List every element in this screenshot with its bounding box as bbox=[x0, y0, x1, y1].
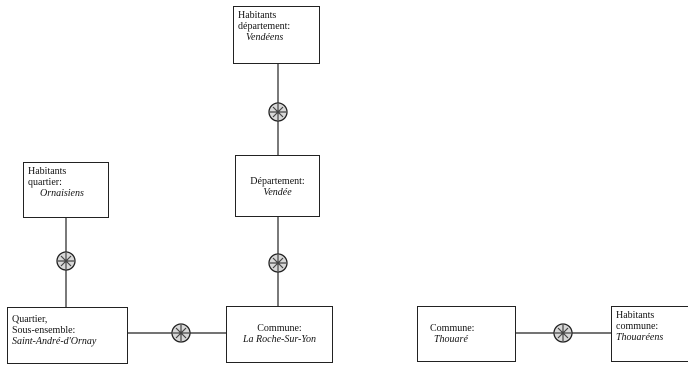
entity-value: Thouaréens bbox=[616, 332, 664, 343]
entity-value: La Roche-Sur-Yon bbox=[242, 334, 317, 345]
entity-value: Thouaré bbox=[434, 334, 468, 345]
relation-node-icon bbox=[268, 253, 288, 273]
entity-habitants-quartier: Habitants quartier: Ornaisiens bbox=[23, 162, 109, 218]
entity-label: département: bbox=[238, 21, 291, 32]
entity-label: Commune: bbox=[430, 323, 475, 334]
entity-value: Vendée bbox=[263, 187, 292, 198]
relation-node-icon bbox=[171, 323, 191, 343]
entity-habitants-commune: Habitants commune: Thouaréens bbox=[611, 306, 688, 362]
entity-commune-thouare: Commune: Thouaré bbox=[417, 306, 516, 362]
entity-habitants-departement: Habitants département: Vendéens bbox=[233, 6, 320, 64]
relation-node-icon bbox=[56, 251, 76, 271]
entity-value: Vendéens bbox=[246, 32, 284, 43]
entity-label: commune: bbox=[616, 321, 659, 332]
entity-label: Commune: bbox=[257, 323, 302, 334]
entity-label: Habitants bbox=[28, 166, 67, 177]
entity-value: Saint-André-d'Ornay bbox=[12, 336, 97, 347]
entity-label: Sous-ensemble: bbox=[12, 325, 76, 336]
entity-label: quartier: bbox=[28, 177, 62, 188]
entity-label: Habitants bbox=[616, 310, 655, 321]
entity-label: Département: bbox=[250, 176, 305, 187]
entity-value: Ornaisiens bbox=[40, 188, 84, 199]
relation-node-icon bbox=[268, 102, 288, 122]
entity-departement: Département: Vendée bbox=[235, 155, 320, 217]
relation-node-icon bbox=[553, 323, 573, 343]
entity-quartier: Quartier, Sous-ensemble: Saint-André-d'O… bbox=[7, 307, 128, 364]
entity-label: Quartier, bbox=[12, 314, 48, 325]
entity-commune-la-roche-sur-yon: Commune: La Roche-Sur-Yon bbox=[226, 306, 333, 363]
entity-label: Habitants bbox=[238, 10, 277, 21]
